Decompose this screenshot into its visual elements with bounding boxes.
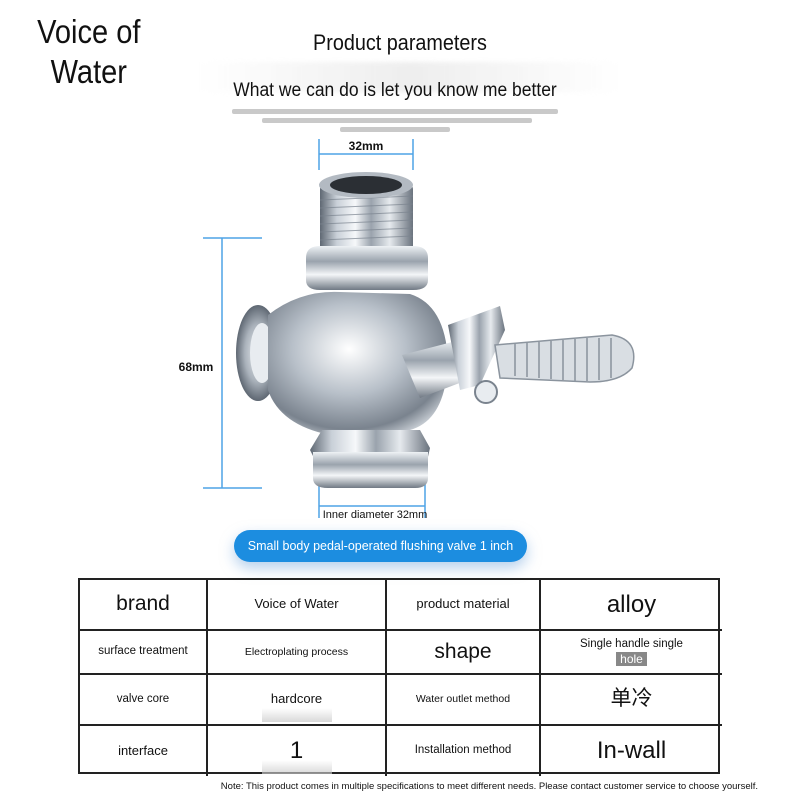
spec-value-surface: Electroplating process: [208, 631, 387, 675]
spec-value-shape-extra: hole: [616, 651, 647, 666]
dimension-width-label: 32mm: [349, 139, 384, 153]
spec-value-outlet: 单冷: [541, 675, 722, 726]
fine-print-line: [262, 118, 532, 123]
spec-table: brand Voice of Water product material al…: [78, 578, 722, 776]
page-title: Product parameters: [313, 30, 487, 55]
spec-value-shape: Single handle single hole: [541, 631, 722, 675]
spec-label-interface: interface: [80, 726, 208, 776]
spec-label-surface: surface treatment: [80, 631, 208, 675]
spec-value-brand: Voice of Water: [208, 580, 387, 631]
footer-note: Note: This product comes in multiple spe…: [220, 781, 758, 792]
dimension-lines: [203, 139, 426, 518]
page-subtitle: What we can do is let you know me better: [233, 80, 557, 101]
spec-value-valve-core: hardcore: [208, 675, 387, 726]
spec-value-material: alloy: [541, 580, 722, 631]
fine-print-line: [340, 127, 450, 132]
spec-label-shape: shape: [387, 631, 541, 675]
fine-print-line: [232, 109, 558, 114]
spec-label-outlet: Water outlet method: [387, 675, 541, 726]
product-image: 32mm 68mm Inner diameter 32mm: [179, 139, 635, 521]
header-ghost-text: [200, 62, 620, 92]
spec-label-brand: brand: [80, 580, 208, 631]
spec-value-interface: 1: [208, 726, 387, 776]
product-caption: Small body pedal-operated flushing valve…: [234, 530, 527, 562]
spec-value-installation: In-wall: [596, 737, 667, 765]
dimension-inner-label: Inner diameter 32mm: [323, 509, 428, 521]
brand-logo: Voice of Water: [37, 13, 141, 90]
spec-label-material: product material: [387, 580, 541, 631]
spec-label-valve-core: valve core: [80, 675, 208, 726]
flush-valve-illustration: [236, 172, 635, 488]
spec-label-installation: Installation method: [387, 726, 541, 776]
dimension-height-label: 68mm: [179, 360, 214, 374]
